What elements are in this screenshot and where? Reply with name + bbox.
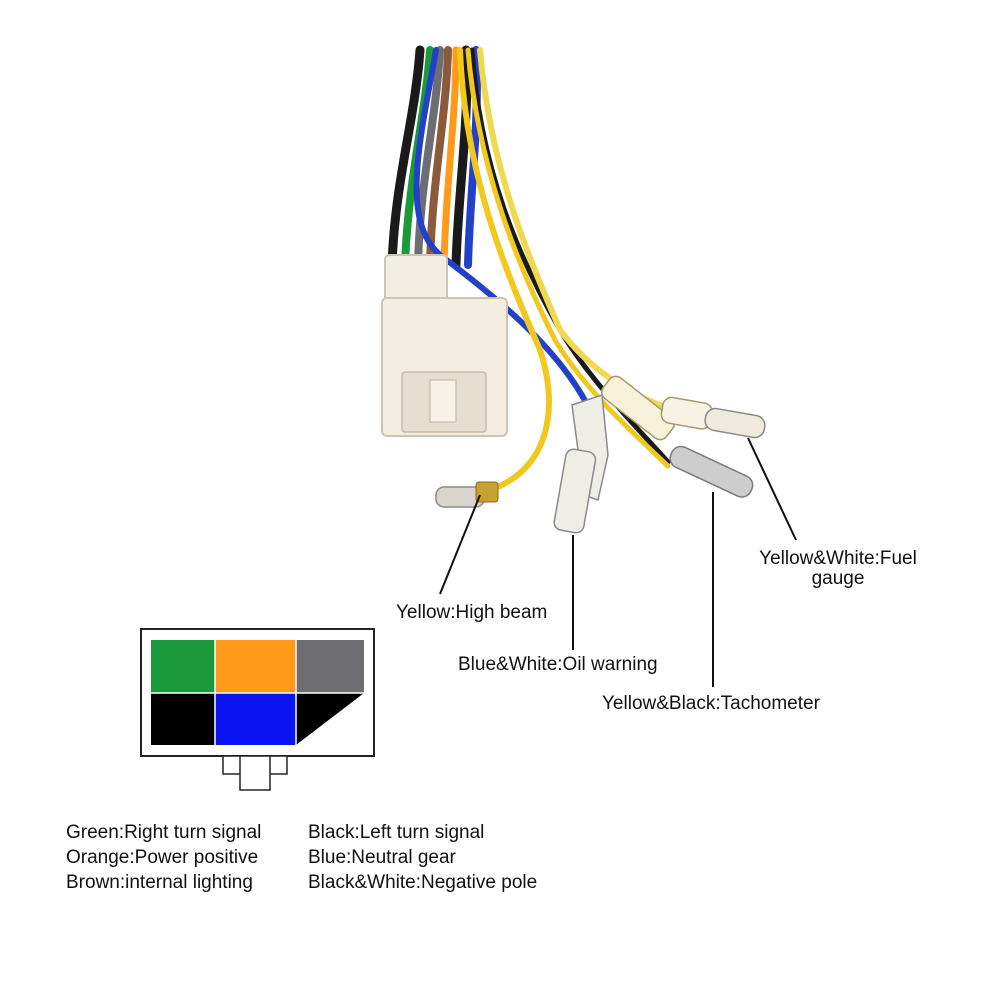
blue-cell xyxy=(215,693,296,745)
callout-oil-warning: Blue&White:Oil warning xyxy=(458,654,658,675)
callout-line-high-beam xyxy=(439,494,481,595)
callout-lines xyxy=(439,437,797,687)
callout-tachometer: Yellow&Black:Tachometer xyxy=(602,693,820,714)
black-white-cell-white-half xyxy=(296,693,364,745)
legend-left-1: Orange:Power positive xyxy=(66,847,259,868)
connector-housing xyxy=(381,254,508,437)
black-cell xyxy=(151,693,215,745)
green-cell xyxy=(151,640,215,693)
callout-high-beam: Yellow:High beam xyxy=(396,602,548,623)
orange-cell xyxy=(215,640,296,693)
wire-bundle xyxy=(387,45,671,493)
terminal-high-beam xyxy=(435,481,499,508)
terminal-fuel-gauge xyxy=(660,396,766,439)
legend-right-0: Black:Left turn signal xyxy=(308,822,485,843)
legend-left-2: Brown:internal lighting xyxy=(66,872,253,893)
legend-right-1: Blue:Neutral gear xyxy=(308,847,456,868)
callout-line-fuel-gauge xyxy=(747,437,797,541)
connector-pin-diagram xyxy=(140,628,375,791)
legend-right-2: Black&White:Negative pole xyxy=(308,872,538,893)
callout-fuel-gauge-line2: gauge xyxy=(811,568,865,589)
terminal-oil-warning xyxy=(553,393,609,534)
callout-fuel-gauge: Yellow&White:Fuel gauge xyxy=(748,549,928,589)
callout-fuel-gauge-line1: Yellow&White:Fuel xyxy=(759,548,917,569)
legend-left-0: Green:Right turn signal xyxy=(66,822,262,843)
gray-cell xyxy=(296,640,364,693)
terminal-tachometer xyxy=(600,375,754,498)
